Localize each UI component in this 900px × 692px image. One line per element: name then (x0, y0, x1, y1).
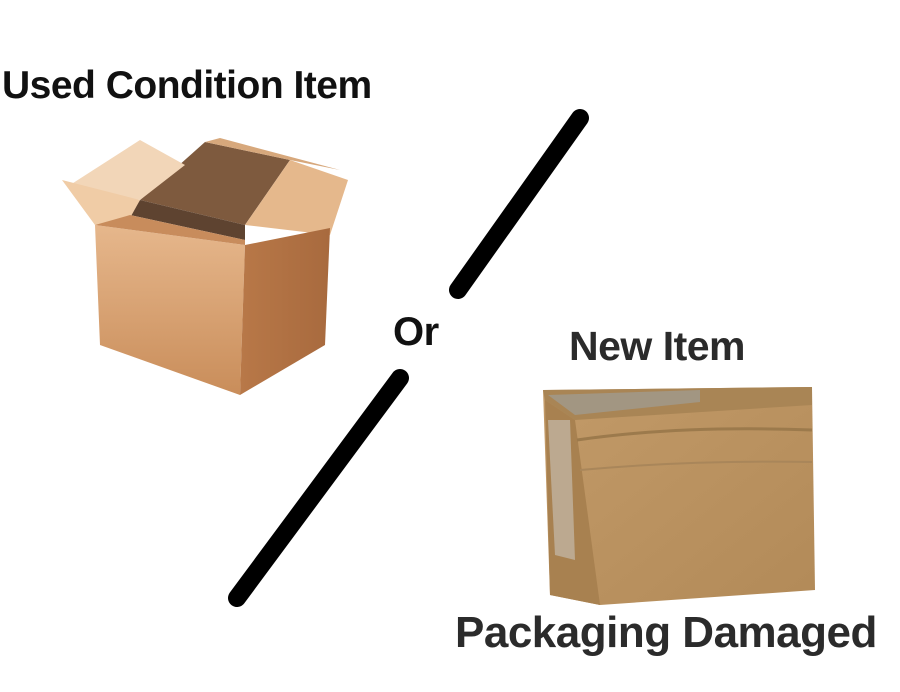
new-item-label: New Item (569, 323, 746, 369)
open-box-icon (62, 138, 348, 395)
or-label: Or (393, 310, 439, 354)
damaged-box-icon (543, 387, 815, 605)
used-condition-label: Used Condition Item (2, 64, 372, 107)
packaging-damaged-label: Packaging Damaged (455, 608, 877, 657)
divider-slash (228, 109, 589, 607)
